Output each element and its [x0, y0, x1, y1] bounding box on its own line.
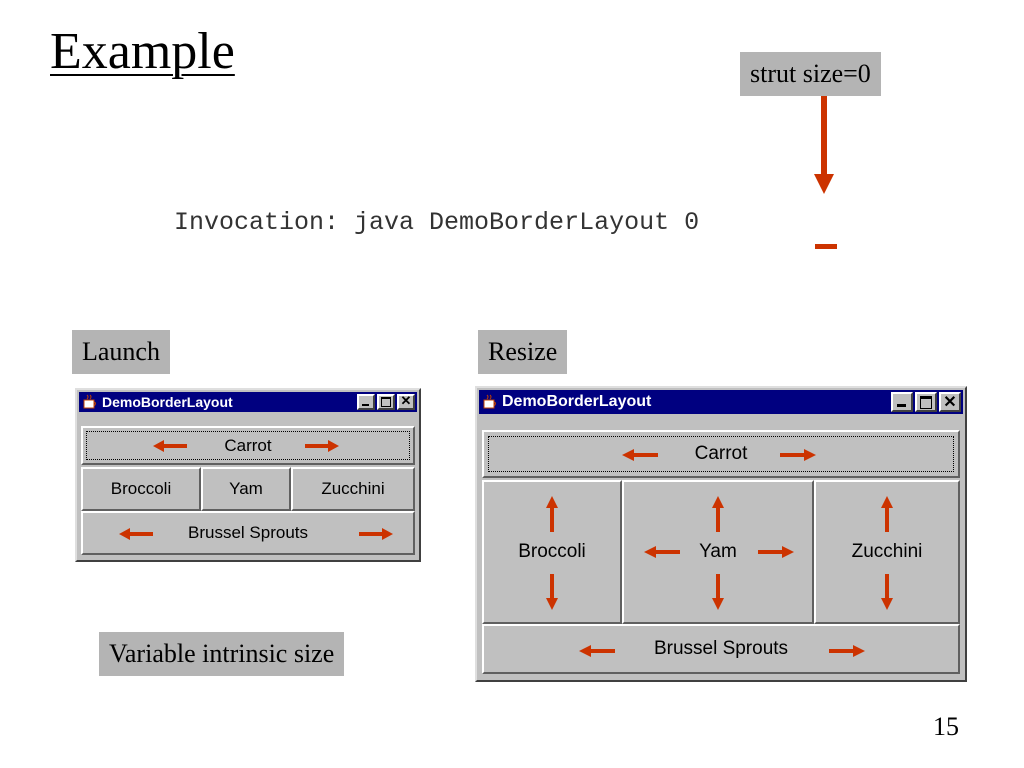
east-button-zucchini[interactable]: Zucchini	[291, 467, 415, 511]
strut-size-label: strut size=0	[740, 52, 881, 96]
page-number: 15	[933, 712, 959, 741]
west-button-broccoli[interactable]: Broccoli	[482, 480, 622, 624]
launch-titlebar[interactable]: DemoBorderLayout ✕	[79, 392, 417, 412]
resize-label: Resize	[478, 330, 568, 374]
strut-arrow	[814, 96, 834, 194]
south-button-brussel-sprouts[interactable]: Brussel Sprouts	[81, 511, 415, 555]
down-arrow-icon	[546, 574, 558, 610]
minimize-button[interactable]	[357, 394, 375, 410]
close-icon: ✕	[943, 394, 957, 411]
west-button-broccoli[interactable]: Broccoli	[81, 467, 201, 511]
left-arrow-icon	[644, 546, 680, 558]
minimize-icon	[897, 404, 906, 407]
right-arrow-icon	[758, 546, 794, 558]
center-button-yam[interactable]: Yam	[201, 467, 291, 511]
java-cup-icon	[82, 394, 98, 410]
east-button-zucchini[interactable]: Zucchini	[814, 480, 960, 624]
left-arrow-icon	[622, 449, 658, 461]
maximize-icon	[381, 397, 391, 407]
slide-title: Example	[50, 23, 235, 80]
left-arrow-icon	[153, 440, 187, 452]
brussel-sprouts-label: Brussel Sprouts	[653, 638, 789, 659]
maximize-button[interactable]	[377, 394, 395, 410]
north-button-carrot[interactable]: Carrot	[81, 426, 415, 465]
zucchini-label: Zucchini	[851, 541, 923, 562]
up-arrow-icon	[546, 496, 558, 532]
right-arrow-icon	[359, 528, 393, 540]
variable-size-label: Variable intrinsic size	[99, 632, 345, 676]
invocation-command: Invocation: java DemoBorderLayout 0	[174, 208, 700, 237]
resize-titlebar[interactable]: DemoBorderLayout ✕	[479, 390, 963, 414]
left-arrow-icon	[579, 645, 615, 657]
yam-label: Yam	[699, 541, 737, 562]
maximize-button[interactable]	[915, 392, 937, 412]
close-button[interactable]: ✕	[939, 392, 961, 412]
carrot-label: Carrot	[224, 435, 272, 455]
close-icon: ✕	[400, 393, 412, 408]
brussel-sprouts-label: Brussel Sprouts	[188, 523, 308, 542]
up-arrow-icon	[712, 496, 724, 532]
broccoli-label: Broccoli	[518, 541, 586, 562]
down-arrow-icon	[881, 574, 893, 610]
resize-window-title: DemoBorderLayout	[502, 393, 652, 410]
zucchini-label: Zucchini	[321, 479, 385, 498]
left-arrow-icon	[119, 528, 153, 540]
yam-label: Yam	[229, 479, 263, 498]
north-button-carrot[interactable]: Carrot	[482, 430, 960, 478]
south-button-brussel-sprouts[interactable]: Brussel Sprouts	[482, 624, 960, 674]
resize-window: DemoBorderLayout ✕ Carrot Broccoli Yam	[475, 386, 967, 682]
right-arrow-icon	[305, 440, 339, 452]
carrot-label: Carrot	[694, 443, 748, 464]
right-arrow-icon	[780, 449, 816, 461]
right-arrow-icon	[829, 645, 865, 657]
java-cup-icon	[482, 394, 498, 410]
minimize-icon	[362, 404, 369, 406]
launch-label: Launch	[72, 330, 170, 374]
close-button[interactable]: ✕	[397, 393, 415, 410]
minimize-button[interactable]	[891, 392, 913, 412]
maximize-icon	[920, 396, 932, 409]
down-arrow-icon	[712, 574, 724, 610]
launch-window: DemoBorderLayout ✕ Carrot Broccoli Yam Z…	[75, 388, 421, 562]
broccoli-label: Broccoli	[110, 479, 172, 498]
argument-underline	[815, 244, 837, 249]
up-arrow-icon	[881, 496, 893, 532]
center-button-yam[interactable]: Yam	[622, 480, 814, 624]
launch-window-title: DemoBorderLayout	[102, 394, 233, 410]
focus-rect	[86, 431, 410, 460]
focus-rect	[488, 436, 954, 472]
